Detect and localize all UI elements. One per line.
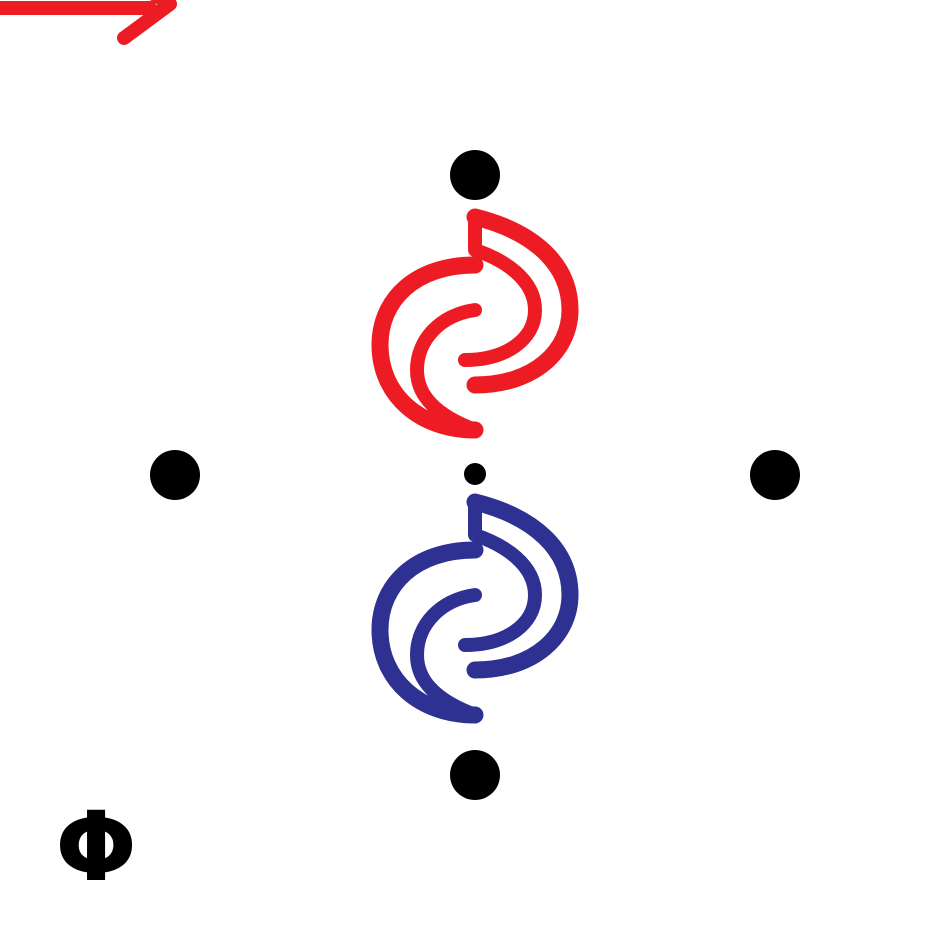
arrow-head bbox=[117, 0, 177, 45]
arrow-icon bbox=[0, 0, 177, 45]
node-top bbox=[450, 150, 500, 200]
upper-orbital-lobe bbox=[380, 217, 570, 430]
node-bottom bbox=[450, 750, 500, 800]
node-left bbox=[150, 450, 200, 500]
lower-orbital-lobe bbox=[380, 502, 570, 715]
phi-symbol-label: Φ bbox=[55, 791, 137, 903]
node-right bbox=[750, 450, 800, 500]
node-center bbox=[464, 463, 486, 485]
